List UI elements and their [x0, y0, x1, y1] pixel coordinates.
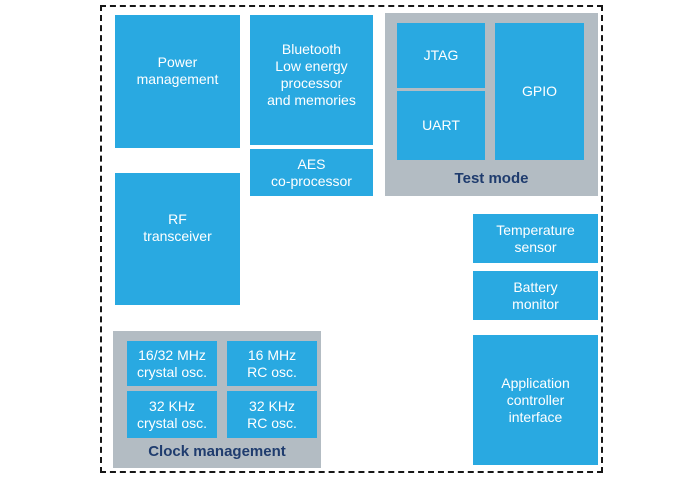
block-battery-monitor: Battery monitor: [473, 271, 598, 320]
block-gpio: GPIO: [495, 23, 584, 160]
block-aes-coprocessor: AES co-processor: [250, 149, 373, 196]
block-jtag: JTAG: [397, 23, 485, 88]
chip-dashed-boundary: [100, 5, 603, 473]
block-16-mhz-rc-osc: 16 MHz RC osc.: [227, 341, 317, 386]
group-clock-management: 16/32 MHz crystal osc. 16 MHz RC osc. 32…: [113, 331, 321, 468]
block-bluetooth-le-processor: Bluetooth Low energy processor and memor…: [250, 15, 373, 145]
block-16-32-mhz-crystal-osc: 16/32 MHz crystal osc.: [127, 341, 217, 386]
group-test-mode: JTAG UART GPIO Test mode: [385, 13, 598, 196]
block-application-controller-interface: Application controller interface: [473, 335, 598, 465]
block-32-khz-rc-osc: 32 KHz RC osc.: [227, 391, 317, 438]
block-32-khz-crystal-osc: 32 KHz crystal osc.: [127, 391, 217, 438]
group-label-clock-management: Clock management: [148, 442, 286, 460]
block-temperature-sensor: Temperature sensor: [473, 214, 598, 263]
block-uart: UART: [397, 91, 485, 160]
block-rf-transceiver: RF transceiver: [115, 173, 240, 305]
group-label-test-mode: Test mode: [454, 169, 529, 187]
block-power-management: Power management: [115, 15, 240, 148]
